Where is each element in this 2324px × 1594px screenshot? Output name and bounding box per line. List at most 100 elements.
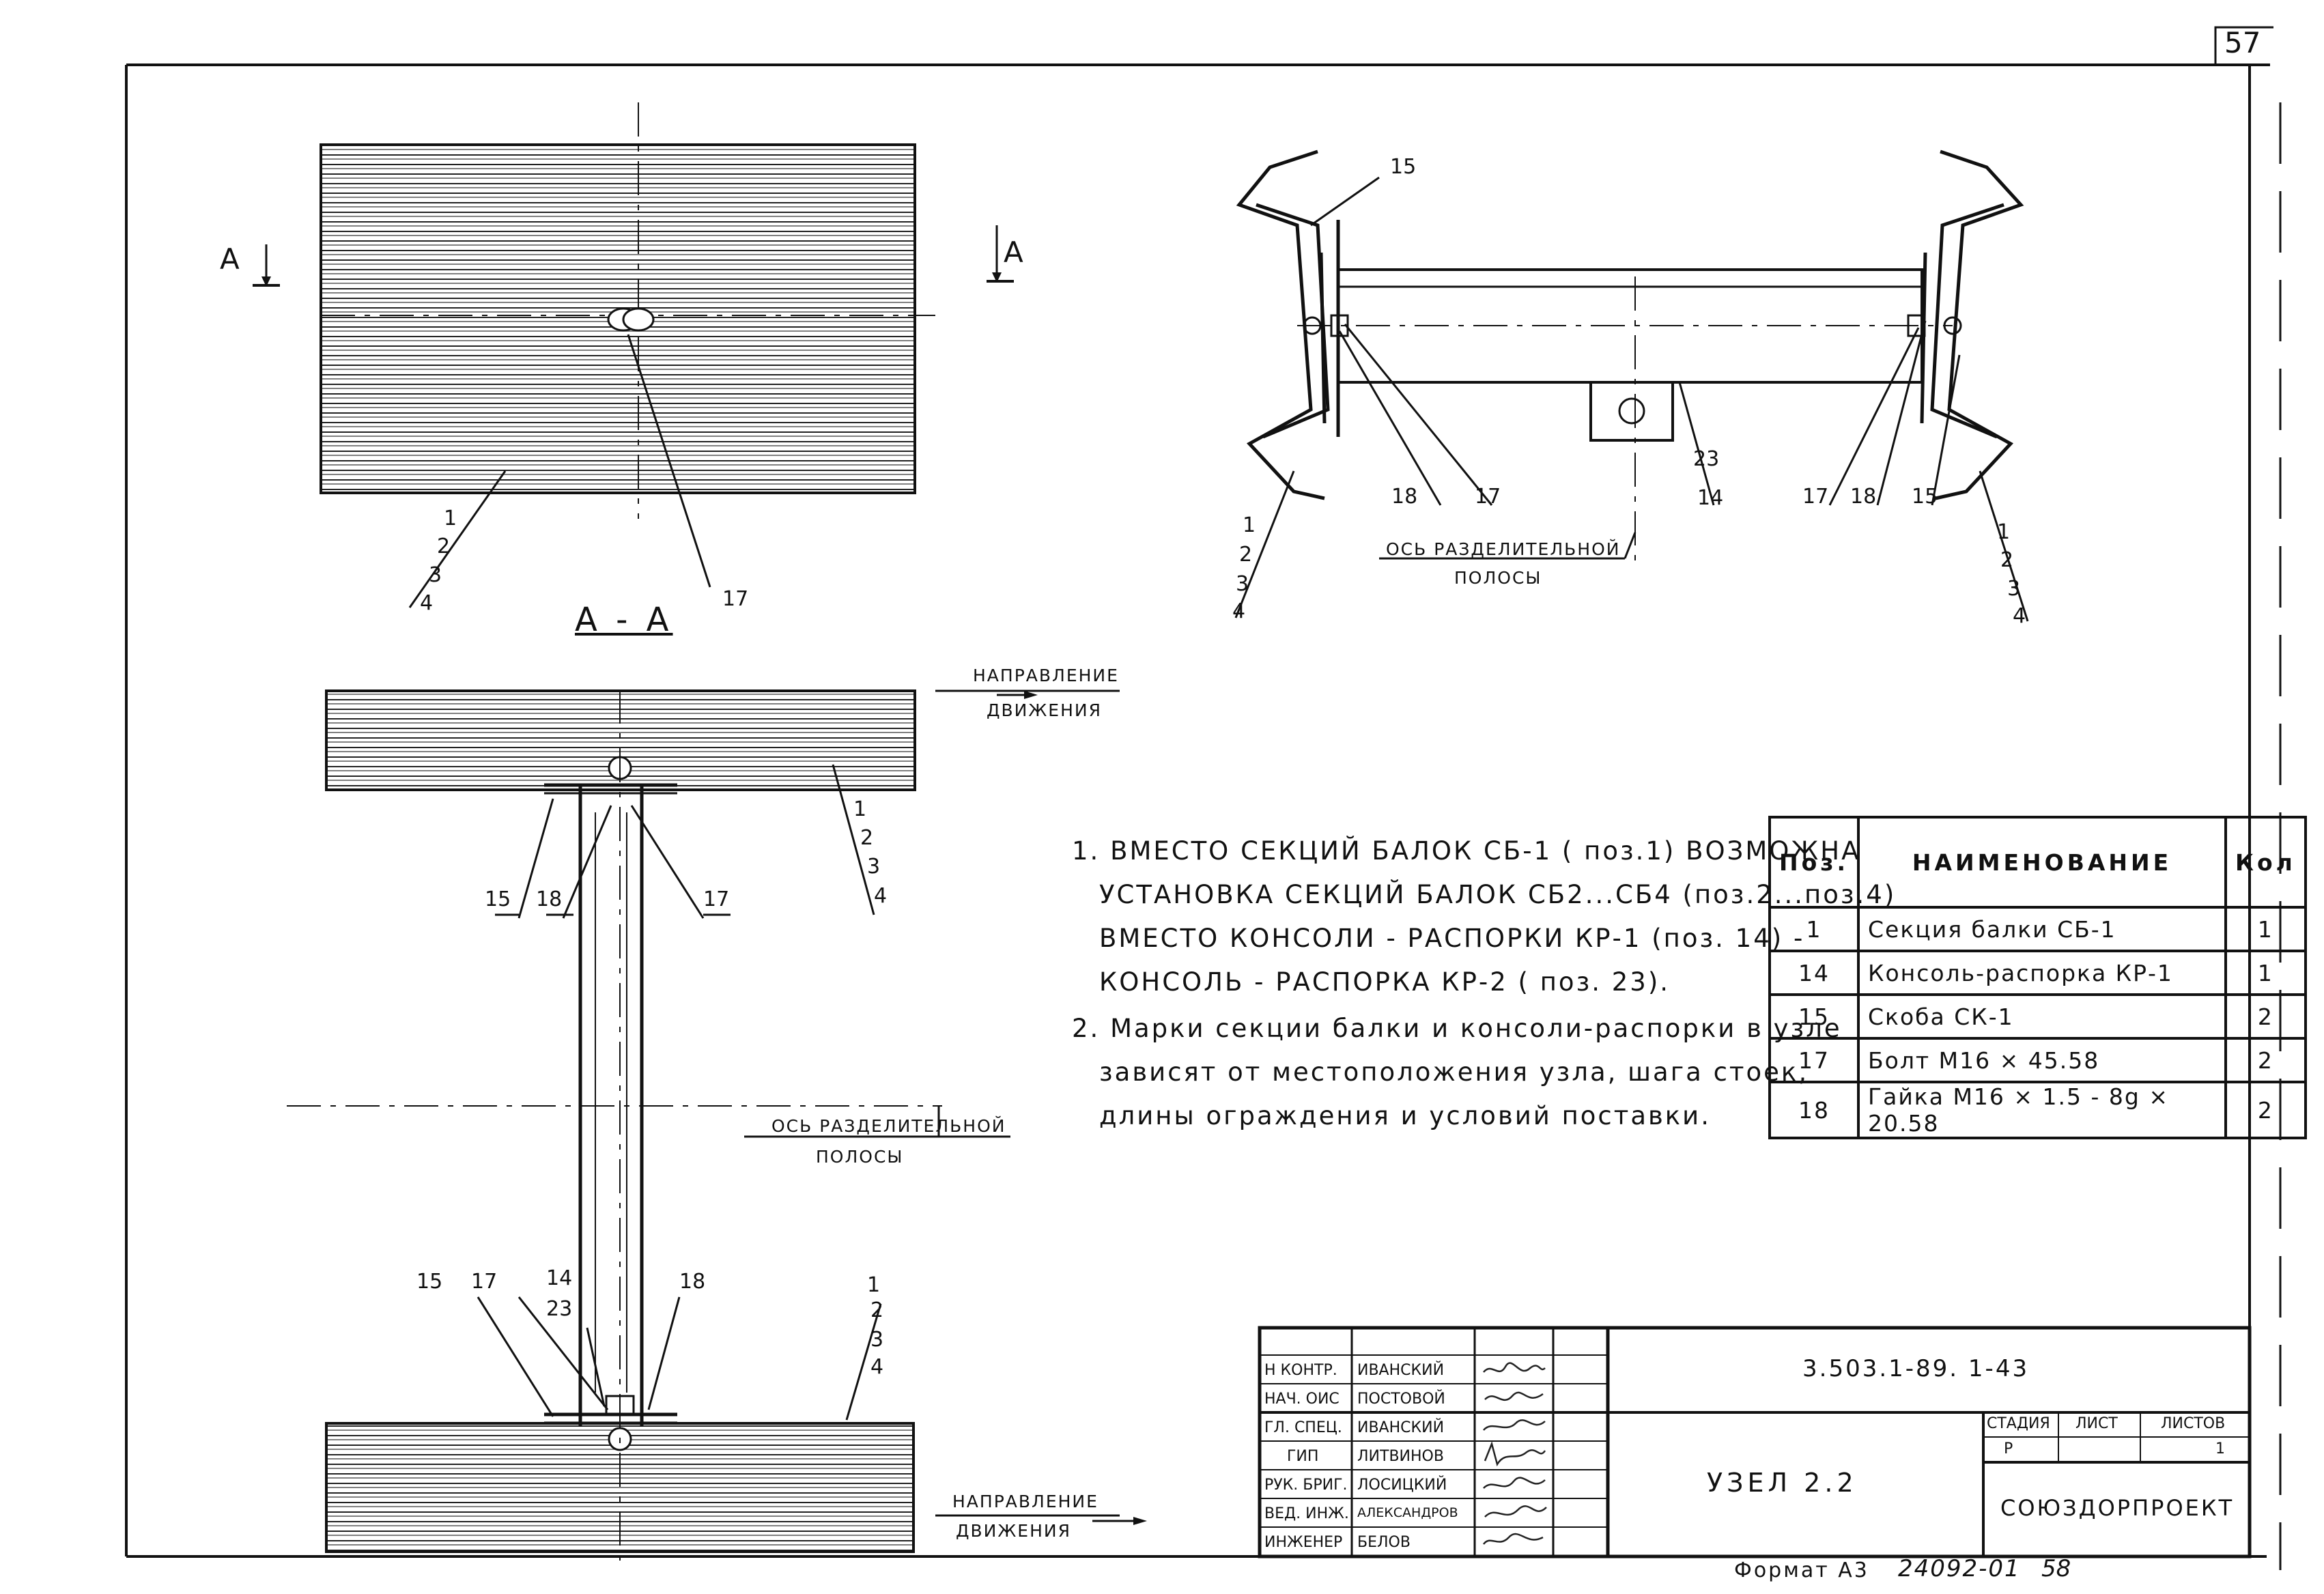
specification-table: Поз. НАИМЕНОВАНИЕ Кол 1 Секция балки СБ-… [1768,816,2307,1139]
callout-1: 1 [1243,513,1256,537]
cell-qty: 2 [2224,1081,2307,1139]
section-a-a-view [287,689,1147,1563]
callout-3: 3 [429,563,442,587]
callout-14: 14 [546,1266,573,1290]
callout-15: 15 [416,1270,443,1294]
cell-qty: 2 [2224,993,2307,1040]
role-0: Н КОНТР. [1264,1362,1337,1379]
section-title: A - A [575,601,673,639]
cell-pos: 18 [1768,1081,1860,1139]
table-row: 17 Болт М16 × 45.58 2 [1768,1037,2307,1083]
callout-2: 2 [437,535,451,558]
sheet-number: 57 [2224,26,2261,59]
cell-qty: 1 [2224,950,2307,996]
name-4: ЛОСИЦКИЙ [1357,1477,1447,1494]
sheets-label: ЛИСТОВ [2161,1415,2226,1432]
role-4: РУК. БРИГ. [1264,1477,1348,1494]
section-marker-left: A [220,242,240,276]
cell-pos: 15 [1768,993,1860,1040]
role-5: ВЕД. ИНЖ. [1264,1505,1349,1522]
note-line-7: длины ограждения и условий поставки. [1099,1101,1711,1130]
table-row: 15 Скоба СК-1 2 [1768,993,2307,1040]
direction-label-top-2: ДВИЖЕНИЯ [987,700,1102,720]
callout-2: 2 [870,1298,884,1322]
callout-17: 17 [722,587,749,611]
callout-1: 1 [867,1273,881,1297]
callout-3: 3 [867,855,881,879]
callout-1: 1 [1997,520,2011,544]
table-header-row: Поз. НАИМЕНОВАНИЕ Кол [1768,816,2307,909]
stage-value: Р [2004,1440,2013,1457]
cell-name: Консоль-распорка КР-1 [1857,950,2228,996]
title-block-frame [1260,1328,2250,1556]
note-line-5: 2. Марки секции балки и консоли-распорки… [1072,1014,1842,1043]
sheets-value: 1 [2215,1440,2225,1457]
callout-2: 2 [2000,548,2014,572]
callout-4: 4 [870,1355,884,1379]
name-5: АЛЕКСАНДРОВ [1357,1505,1458,1520]
callout-4: 4 [874,884,888,908]
cell-name: Болт М16 × 45.58 [1857,1037,2228,1083]
callout-18: 18 [1391,485,1418,509]
callout-1: 1 [853,797,867,821]
callout-14: 14 [1697,486,1724,510]
role-6: ИНЖЕНЕР [1264,1534,1343,1551]
table-row: 18 Гайка М16 × 1.5 - 8g × 20.58 2 [1768,1081,2307,1139]
callout-15: 15 [1912,485,1938,509]
cell-pos: 14 [1768,950,1860,996]
name-3: ЛИТВИНОВ [1357,1448,1444,1465]
callout-3: 3 [2007,577,2021,601]
header-qty: Кол [2224,816,2307,909]
callout-4: 4 [1232,599,1246,623]
callout-18: 18 [679,1270,706,1294]
callout-2: 2 [860,826,874,850]
section-marker-right: A [1004,236,1023,269]
name-1: ПОСТОВОЙ [1357,1391,1445,1408]
axis-label-top: ОСЬ РАЗДЕЛИТЕЛЬНОЙ [1386,539,1621,559]
note-line-4: КОНСОЛЬ - РАСПОРКА КР-2 ( поз. 23). [1099,967,1671,997]
callout-15: 15 [485,887,511,911]
axis-label-section-2: ПОЛОСЫ [816,1147,904,1167]
node-title: УЗЕЛ 2.2 [1707,1468,1858,1498]
note-line-2: УСТАНОВКА СЕКЦИЙ БАЛОК СБ2...СБ4 (поз.2.… [1099,880,1897,909]
name-6: БЕЛОВ [1357,1534,1411,1551]
format-label: Формат А3 [1734,1559,1869,1582]
note-line-1: 1. ВМЕСТО СЕКЦИЙ БАЛОК СБ-1 ( поз.1) ВОЗ… [1072,836,1861,866]
role-2: ГЛ. СПЕЦ. [1264,1419,1342,1436]
axis-label-top-2: ПОЛОСЫ [1454,568,1542,588]
table-row: 14 Консоль-распорка КР-1 1 [1768,950,2307,996]
role-3: ГИП [1287,1448,1319,1465]
direction-label-bottom-2: ДВИЖЕНИЯ [956,1521,1071,1541]
cell-name: Гайка М16 × 1.5 - 8g × 20.58 [1857,1081,2228,1139]
direction-label-bottom: НАПРАВЛЕНИЕ [952,1492,1099,1511]
signatures [1482,1362,1547,1545]
cell-qty: 2 [2224,1037,2307,1083]
designation: 3.503.1-89. 1-43 [1802,1355,2030,1382]
callout-23: 23 [1693,447,1720,471]
callout-3: 3 [1236,572,1249,596]
stage-label: СТАДИЯ [1987,1415,2050,1432]
header-pos: Поз. [1768,816,1860,909]
cell-name: Секция балки СБ-1 [1857,906,2228,952]
callout-4: 4 [2013,604,2026,628]
name-0: ИВАНСКИЙ [1357,1362,1445,1379]
callout-3: 3 [870,1328,884,1352]
callout-23: 23 [546,1297,573,1321]
callout-15: 15 [1390,155,1417,179]
axis-label-section: ОСЬ РАЗДЕЛИТЕЛЬНОЙ [771,1116,1006,1136]
plan-view [253,102,1014,608]
callout-17: 17 [471,1270,498,1294]
name-2: ИВАНСКИЙ [1357,1419,1445,1436]
note-line-3: ВМЕСТО КОНСОЛИ - РАСПОРКИ КР-1 (поз. 14)… [1099,924,1805,953]
callout-2: 2 [1239,543,1253,567]
callout-1: 1 [444,507,457,530]
cell-name: Скоба СК-1 [1857,993,2228,1040]
cell-pos: 17 [1768,1037,1860,1083]
cell-qty: 1 [2224,906,2307,952]
callout-4: 4 [420,591,434,615]
organization: СОЮЗДОРПРОЕКТ [2000,1495,2235,1521]
callout-17: 17 [1475,485,1501,509]
inventory-number: 24092-01 [1898,1555,2021,1582]
